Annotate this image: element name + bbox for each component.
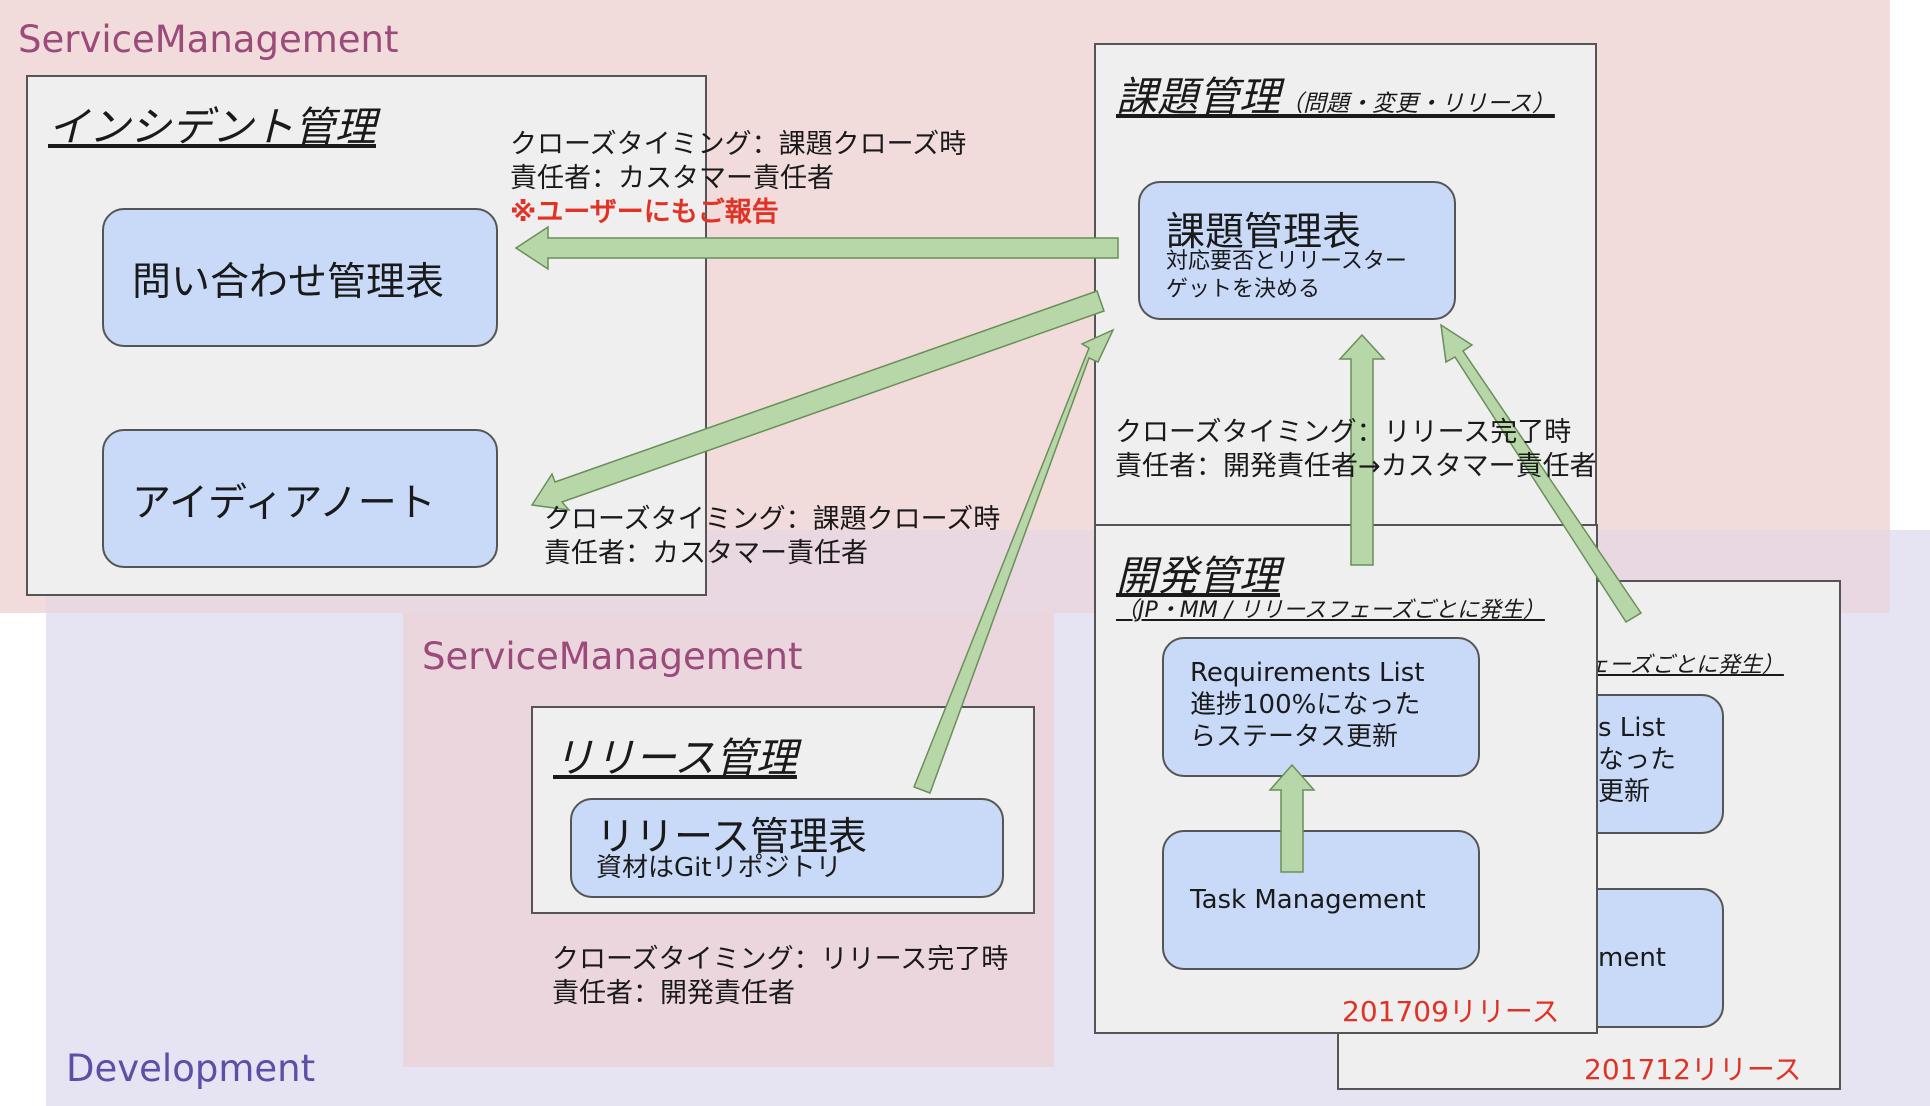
issue-management-title: 課題管理（問題・変更・リリース） bbox=[1116, 63, 1555, 123]
arrow-dev-panel-up bbox=[1338, 333, 1386, 566]
note-dev-owner: 責任者：開発責任者→カスタマー責任者 bbox=[1115, 451, 1597, 482]
dev-back-req-line-3: 更新 bbox=[1598, 777, 1651, 807]
requirements-list-line-3: らステータス更新 bbox=[1190, 722, 1399, 752]
development-management-title: 開発管理 bbox=[1116, 552, 1280, 600]
note-inquiry-user-report: ※ユーザーにもご報告 bbox=[510, 197, 779, 228]
development-panel-201709: 開発管理 （JP・MM / リリースフェーズごとに発生） Requirement… bbox=[1094, 524, 1598, 1034]
idea-note-label: アイディアノート bbox=[132, 481, 436, 526]
issue-table-node[interactable]: 課題管理表 対応要否とリリースター ゲットを決める bbox=[1138, 181, 1456, 320]
release-tag-201712: 201712リリース bbox=[1584, 1053, 1802, 1086]
release-tag-201709: 201709リリース bbox=[1342, 995, 1560, 1028]
task-management-node[interactable]: Task Management bbox=[1162, 830, 1480, 970]
development-management-subtitle: （JP・MM / リリースフェーズごとに発生） bbox=[1116, 598, 1545, 623]
note-release-close-timing: クローズタイミング：リリース完了時 bbox=[552, 944, 1009, 975]
release-table-node[interactable]: リリース管理表 資材はGitリポジトリ bbox=[570, 798, 1004, 898]
note-idea-close-timing: クローズタイミング：課題クローズ時 bbox=[544, 504, 1001, 535]
release-management-panel: リリース管理 リリース管理表 資材はGitリポジトリ bbox=[531, 706, 1035, 914]
issue-management-subtitle: （問題・変更・リリース） bbox=[1280, 91, 1555, 117]
dev-back-task-label: ment bbox=[1598, 943, 1666, 973]
incident-management-panel: インシデント管理 問い合わせ管理表 アイディアノート bbox=[26, 75, 707, 596]
inquiry-management-label: 問い合わせ管理表 bbox=[132, 260, 445, 305]
issue-management-title-text: 課題管理 bbox=[1116, 73, 1280, 121]
note-idea-owner: 責任者：カスタマー責任者 bbox=[544, 538, 868, 569]
release-management-title: リリース管理 bbox=[553, 734, 797, 782]
issue-table-title: 課題管理表 bbox=[1166, 210, 1362, 255]
note-issue-to-idea: クローズタイミング：課題クローズ時 責任者：カスタマー責任者 bbox=[544, 503, 1000, 571]
release-table-line: 資材はGitリポジトリ bbox=[596, 853, 842, 883]
service-management-label-top: ServiceManagement bbox=[18, 18, 399, 61]
arrow-dev201712-to-issue bbox=[1440, 323, 1643, 624]
dev-back-req-line-1: s List bbox=[1598, 713, 1666, 743]
service-management-label-mid: ServiceManagement bbox=[422, 635, 803, 678]
requirements-list-line-2: 進捗100%になった bbox=[1190, 690, 1421, 720]
requirements-list-line-1: Requirements List bbox=[1190, 658, 1425, 688]
note-inquiry-owner: 責任者：カスタマー責任者 bbox=[510, 163, 834, 194]
incident-management-title: インシデント管理 bbox=[48, 103, 376, 151]
requirements-list-node[interactable]: Requirements List 進捗100%になった らステータス更新 bbox=[1162, 637, 1480, 777]
arrow-task-up bbox=[1268, 763, 1316, 873]
note-inquiry-close-timing: クローズタイミング：課題クローズ時 bbox=[510, 129, 967, 160]
development-label: Development bbox=[66, 1047, 316, 1090]
issue-table-line-1: 対応要否とリリースター bbox=[1166, 249, 1407, 274]
note-dev-to-issue: クローズタイミング：リリース完了時 責任者：開発責任者→カスタマー責任者 bbox=[1115, 416, 1597, 484]
note-release-owner: 責任者：開発責任者 bbox=[552, 978, 795, 1009]
arrow-release-to-issue bbox=[913, 328, 1115, 794]
note-issue-to-inquiry: クローズタイミング：課題クローズ時 責任者：カスタマー責任者 ※ユーザーにもご報… bbox=[510, 128, 966, 230]
idea-note-node[interactable]: アイディアノート bbox=[102, 429, 498, 568]
dev-back-subtitle: ェーズごとに発生） bbox=[1587, 653, 1784, 678]
issue-management-panel: 課題管理（問題・変更・リリース） 課題管理表 対応要否とリリースター ゲットを決… bbox=[1094, 43, 1597, 606]
release-table-title: リリース管理表 bbox=[596, 815, 868, 860]
issue-table-line-2: ゲットを決める bbox=[1166, 277, 1321, 302]
inquiry-management-node[interactable]: 問い合わせ管理表 bbox=[102, 208, 498, 347]
note-dev-close-timing: クローズタイミング：リリース完了時 bbox=[1115, 417, 1572, 448]
arrow-issue-to-idea bbox=[530, 290, 1105, 512]
arrow-issue-to-inquiry bbox=[514, 225, 1119, 271]
dev-back-req-line-2: なった bbox=[1598, 745, 1677, 775]
note-release-close: クローズタイミング：リリース完了時 責任者：開発責任者 bbox=[552, 943, 1008, 1011]
task-management-label: Task Management bbox=[1190, 885, 1426, 915]
